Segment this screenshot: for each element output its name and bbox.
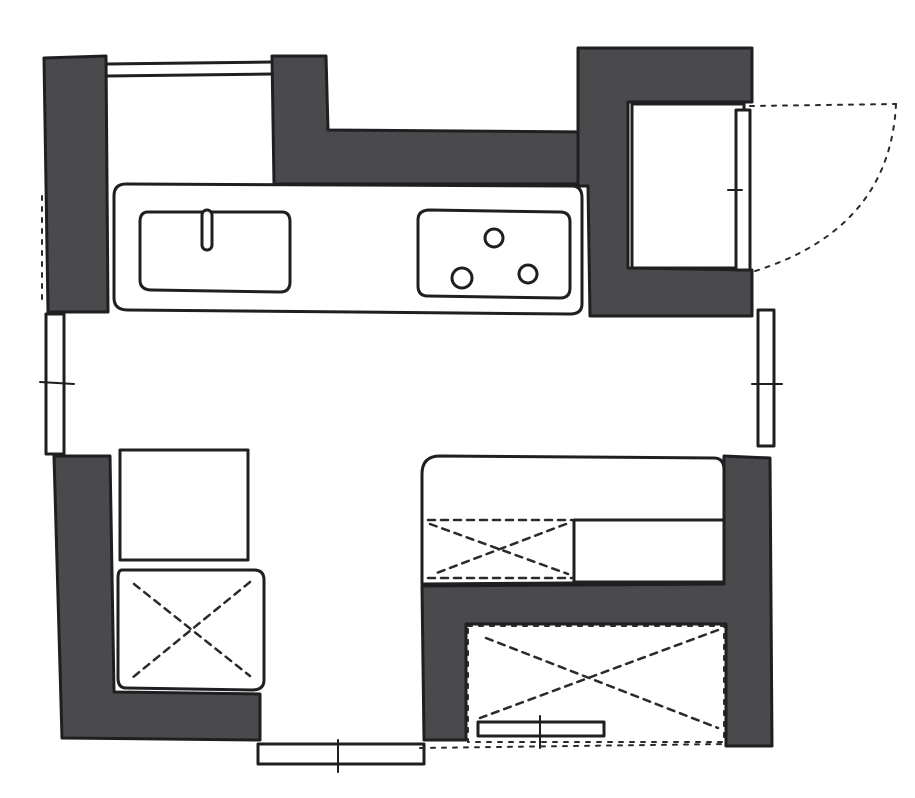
cooktop-icon	[416, 208, 572, 300]
closet-icon	[116, 568, 266, 692]
door-bottom	[256, 739, 426, 773]
wall-left-lower	[52, 454, 262, 742]
wall-left-upper	[42, 54, 110, 314]
closet-icon	[419, 625, 727, 749]
wall-right-upper	[576, 46, 754, 318]
sink-icon	[138, 208, 292, 294]
refrigerator-icon	[630, 102, 752, 272]
wall-right-lower	[420, 454, 774, 748]
window-left	[39, 312, 75, 456]
closet-icon	[118, 448, 250, 562]
wall-top-middle	[270, 54, 594, 186]
door-swing-icon	[727, 103, 897, 273]
window-top	[106, 60, 274, 78]
closet-icon	[420, 454, 726, 586]
window-right	[751, 308, 783, 448]
